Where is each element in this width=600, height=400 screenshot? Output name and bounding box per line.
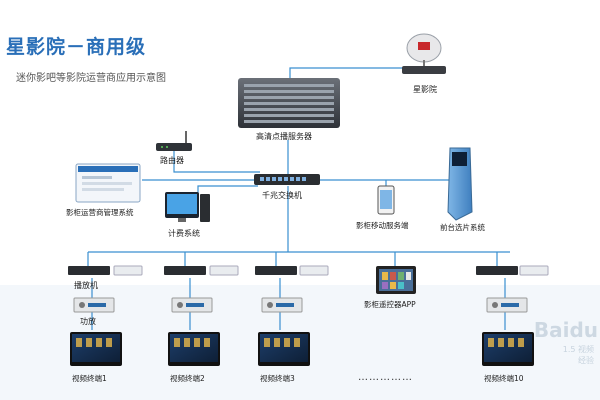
terminal-label-3: 视频终端3 bbox=[260, 374, 295, 383]
terminal-label-1: 视频终端1 bbox=[72, 374, 107, 383]
page-subtitle: 迷你影吧等影院运营商应用示意图 bbox=[16, 73, 166, 84]
kiosk-icon bbox=[447, 147, 473, 221]
switch-label: 千兆交换机 bbox=[262, 191, 302, 200]
router-label: 路由器 bbox=[160, 156, 184, 165]
terminal-label-2: 视频终端2 bbox=[170, 374, 205, 383]
server-label: 高清点播服务器 bbox=[256, 132, 312, 141]
watermark-line-2: 经验 bbox=[578, 356, 594, 365]
mobile-server-label: 影柜移动服务端 bbox=[356, 221, 409, 230]
watermark-line-1: 1.5 视频 bbox=[562, 345, 594, 354]
watermark-caption: 1.5 视频 经验 bbox=[563, 344, 594, 366]
tablet-app-icon bbox=[376, 266, 416, 294]
connection-lines bbox=[87, 67, 510, 330]
kiosk-label: 前台选片系统 bbox=[440, 223, 485, 232]
server-rack-icon bbox=[238, 78, 340, 128]
page-title: 星影院－商用级 bbox=[6, 36, 147, 58]
amp-label: 功放 bbox=[80, 317, 96, 326]
player-label: 播放机 bbox=[74, 281, 98, 290]
remote-app-label: 影柜遥控器APP bbox=[364, 300, 416, 309]
satellite-dish-icon bbox=[402, 33, 446, 74]
satellite-label: 星影院 bbox=[413, 85, 437, 94]
video-terminal-screens bbox=[70, 332, 534, 366]
player-devices bbox=[68, 265, 549, 276]
terminal-label-10: 视频终端10 bbox=[484, 374, 524, 383]
amplifier-devices bbox=[73, 297, 528, 313]
switch-icon bbox=[254, 174, 320, 185]
router-icon bbox=[156, 131, 192, 151]
baidu-watermark: Baidu bbox=[533, 318, 598, 342]
mobile-phone-icon bbox=[377, 185, 395, 215]
billing-computer-icon bbox=[165, 192, 210, 222]
mgmt-system-label: 影柜运营商管理系统 bbox=[66, 208, 134, 217]
management-screen-icon bbox=[75, 163, 141, 203]
ellipsis-text: …………… bbox=[358, 372, 413, 383]
billing-label: 计费系统 bbox=[168, 229, 200, 238]
